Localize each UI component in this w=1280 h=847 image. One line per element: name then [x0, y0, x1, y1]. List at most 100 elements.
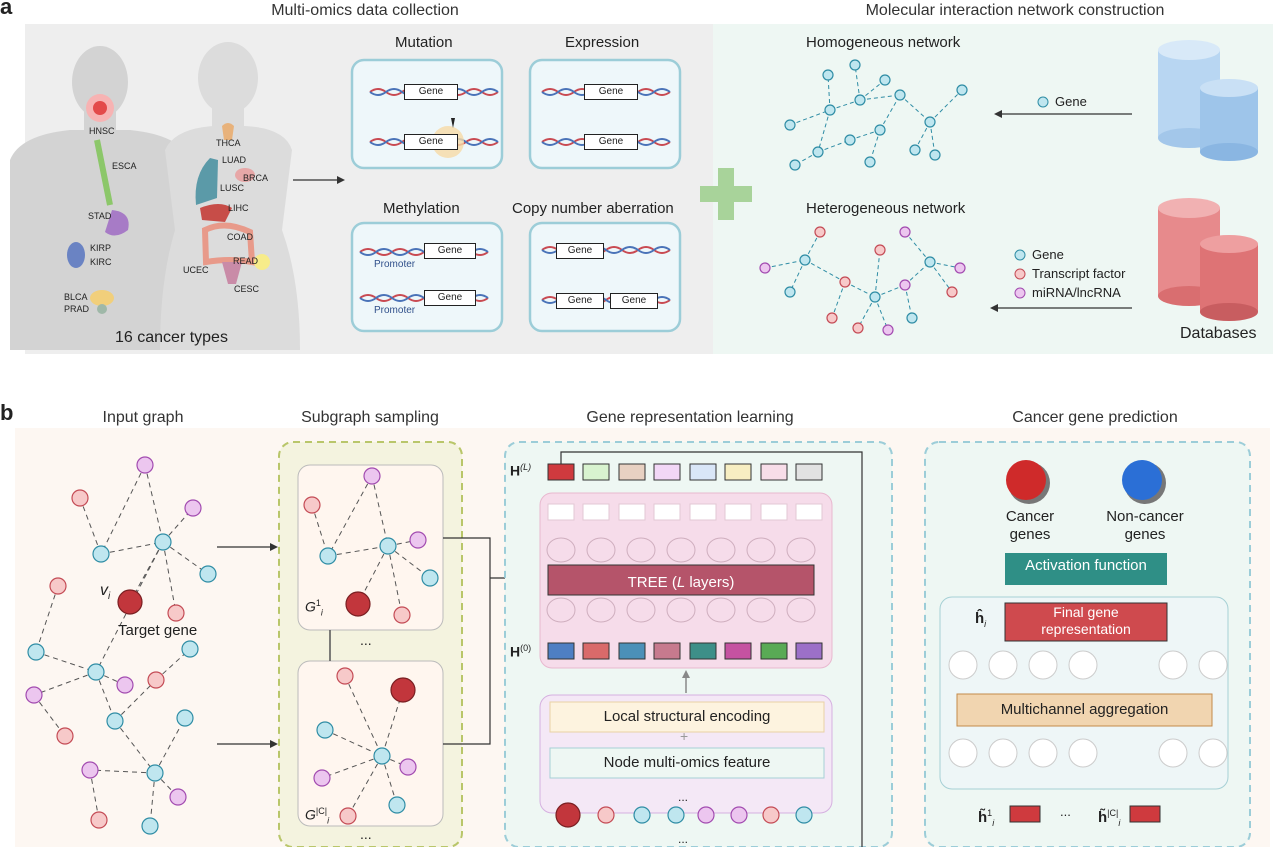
local-encoding-box	[549, 701, 825, 733]
databases-label: Databases	[1180, 325, 1257, 342]
input-graph-node	[71, 489, 89, 507]
prediction-title: Cancer gene prediction	[1012, 409, 1178, 426]
cancer-types-caption: 16 cancer types	[115, 329, 228, 346]
multichannel-label: Multichannel aggregation	[1000, 701, 1169, 718]
subgraph-title: Subgraph sampling	[301, 409, 439, 426]
input-graph-node	[49, 577, 67, 595]
input-graph-node	[146, 764, 164, 782]
graph-nodes-layer	[25, 456, 813, 835]
subgraph-ellipsis-2: ...	[360, 826, 372, 842]
homogeneous-node	[929, 149, 941, 161]
mutation-title: Mutation	[395, 34, 453, 51]
read-organ	[254, 254, 270, 270]
tree-top-slots	[547, 503, 823, 521]
esca-organ	[94, 139, 113, 206]
subgraph-1-node	[421, 569, 439, 587]
input-graph-node	[176, 709, 194, 727]
vi-label: vi	[100, 582, 111, 603]
legend-gene-circle	[1037, 96, 1049, 108]
cancer-label-kirc: KIRC	[90, 257, 112, 267]
target-gene-label: Target gene	[118, 622, 198, 639]
input-graph-node	[154, 533, 172, 551]
cna-gene-box-3: Gene	[610, 293, 658, 309]
legend-hetero-tf: Transcript factor	[1032, 266, 1126, 281]
subgraph-c-node	[390, 677, 416, 703]
heterogeneous-database-icon	[1158, 198, 1258, 321]
feature-row-node	[667, 806, 685, 824]
feature-row-node	[730, 806, 748, 824]
h-tilde-c-label: h̃|C|i	[1098, 808, 1121, 828]
mutation-marker-icon	[451, 118, 455, 128]
brca-organ	[235, 168, 255, 182]
heterogeneous-node	[869, 291, 881, 303]
legend-hetero-gene: Gene	[1032, 247, 1064, 262]
stad-organ	[105, 210, 129, 236]
cancer-label-thca: THCA	[216, 138, 241, 148]
hl-label: H(L)	[510, 462, 532, 479]
female-silhouette	[160, 42, 300, 350]
heterogeneous-network	[764, 231, 961, 331]
activation-label: Activation function	[1025, 557, 1147, 574]
cna-title: Copy number aberration	[512, 200, 674, 217]
heterogeneous-node	[899, 226, 911, 238]
cancer-label-lihc: LIHC	[228, 203, 249, 213]
feature-row-node	[633, 806, 651, 824]
legend-homo-gene: Gene	[1055, 94, 1087, 109]
panel-b-canvas	[15, 428, 1270, 847]
lung-organ	[195, 158, 218, 205]
activation-box	[1005, 553, 1167, 585]
input-graph-node	[136, 456, 154, 474]
input-graph-node	[87, 663, 105, 681]
input-graph-node	[117, 589, 143, 615]
feature-ellipsis: ...	[678, 790, 689, 804]
heterogeneous-node	[899, 279, 911, 291]
hl-to-prediction-line	[560, 451, 863, 847]
subgraph-1-node	[345, 591, 371, 617]
subgraph-ellipsis-1: ...	[360, 632, 372, 648]
input-graph-node	[167, 604, 185, 622]
heterogeneous-title: Heterogeneous network	[806, 200, 966, 217]
homogeneous-node	[849, 59, 861, 71]
lihc-organ	[200, 204, 232, 222]
subgraph-1-node	[363, 467, 381, 485]
expression-gene-box-1: Gene	[584, 84, 638, 100]
input-graph-node	[106, 712, 124, 730]
h-hat-label: ĥi	[975, 610, 987, 629]
cancer-label-brca: BRCA	[243, 173, 269, 183]
heterogeneous-node	[839, 276, 851, 288]
expression-title: Expression	[565, 34, 640, 51]
input-graph-node	[56, 727, 74, 745]
input-graph-node	[92, 545, 110, 563]
node-feature-box	[549, 747, 825, 779]
cancer-label-esca: ESCA	[112, 161, 137, 171]
hl-embedding-row	[547, 463, 823, 481]
heterogeneous-node	[954, 262, 966, 274]
representation-title: Gene representation learning	[586, 409, 794, 426]
h0-label: H(0)	[510, 643, 532, 660]
subgraph-1-node	[379, 537, 397, 555]
cancer-label-prad: PRAD	[64, 304, 90, 314]
tree-neurons	[546, 537, 816, 623]
panel-a-letter: a	[0, 0, 13, 19]
promoter-label-1: Promoter	[374, 259, 416, 270]
local-encoding-label: Local structural encoding	[603, 708, 771, 725]
cancer-label-ucec: UCEC	[183, 265, 209, 275]
homogeneous-node	[812, 146, 824, 158]
h-tilde-1-box	[1009, 805, 1041, 823]
homogeneous-node	[789, 159, 801, 171]
input-graph-node	[199, 565, 217, 583]
blca-organ	[90, 290, 114, 306]
heterogeneous-node	[924, 256, 936, 268]
plus-icon	[700, 168, 752, 220]
ucec-organ	[222, 262, 242, 284]
cancer-label-luad: LUAD	[222, 155, 247, 165]
network-title: Molecular interaction network constructi…	[865, 2, 1165, 19]
methylation-title: Methylation	[383, 200, 460, 217]
cna-gene-box-1: Gene	[556, 243, 604, 259]
homogeneous-node	[924, 116, 936, 128]
feature-row-node	[697, 806, 715, 824]
noncancer-gene-sphere-icon	[1122, 460, 1162, 500]
legend-gene-circle-2	[1014, 249, 1026, 261]
